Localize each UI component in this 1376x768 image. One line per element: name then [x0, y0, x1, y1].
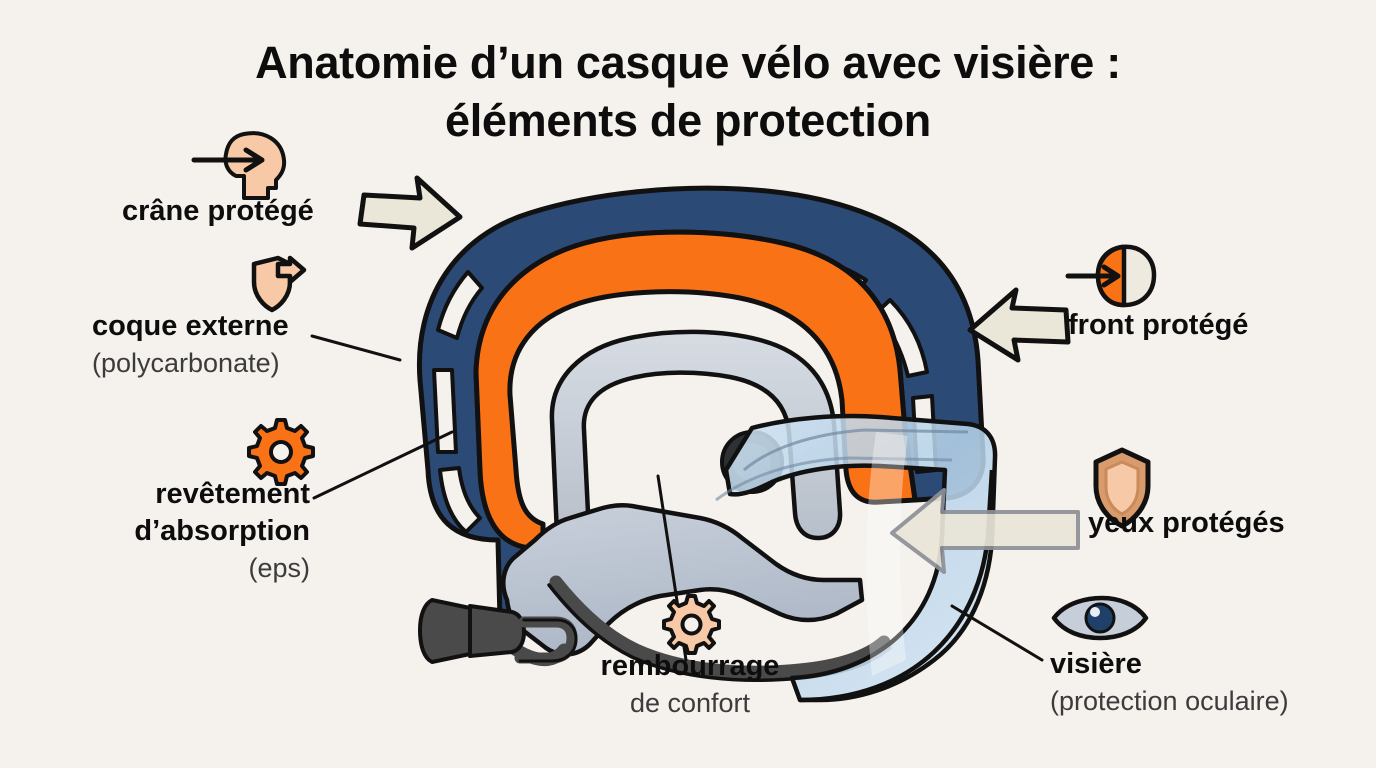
head-arrow-icon: [191, 131, 287, 200]
shield-arrow-icon: [251, 255, 307, 313]
gear-orange-icon: [247, 418, 315, 486]
label-absorption-main-2: d’absorption: [134, 515, 310, 547]
helmet-group: [310, 175, 1080, 703]
leader-absorption: [312, 430, 454, 500]
label-outer-shell-main: coque externe: [92, 310, 289, 342]
gear-peach-icon: [662, 594, 721, 655]
head-half-orange-icon: [1065, 244, 1157, 308]
label-eyes-main: yeux protégés: [1088, 507, 1285, 539]
inner-padding-arc: [549, 329, 843, 541]
leader-visor: [950, 604, 1044, 662]
label-absorption-main-1: revêtement: [155, 478, 310, 510]
label-padding-sub: de confort: [629, 688, 751, 718]
label-forehead: front protégé: [1068, 307, 1248, 344]
label-padding: rembourrage de confort: [540, 648, 840, 721]
arrow-right-eyes: [890, 488, 1080, 574]
label-skull-main: crâne protégé: [122, 195, 314, 227]
visor-shield: [715, 413, 998, 703]
label-visor-sub: (protection oculaire): [1050, 686, 1289, 716]
label-forehead-main: front protégé: [1068, 309, 1249, 341]
strap-buckle: [418, 598, 578, 664]
vent-slot-upper-left: [436, 270, 484, 340]
eps-absorption-liner: [473, 229, 918, 623]
label-visor-main: visière: [1050, 648, 1142, 680]
label-absorption-sub: (eps): [248, 553, 310, 583]
shield-icon: [1093, 447, 1151, 529]
arrow-right-forehead: [967, 287, 1071, 363]
label-eyes: yeux protégés: [1088, 505, 1285, 542]
label-absorption: revêtement d’absorption (eps): [30, 476, 310, 586]
label-outer-shell-sub: (polycarbonate): [92, 348, 280, 378]
label-outer-shell: coque externe (polycarbonate): [92, 308, 289, 381]
arrow-top-left: [357, 175, 463, 251]
eye-icon: [1051, 595, 1149, 641]
vent-slot-lower-left: [438, 466, 482, 534]
callout-arrows: [357, 175, 1080, 574]
label-visor: visière (protection oculaire): [1050, 646, 1289, 719]
label-skull: crâne protégé: [122, 193, 314, 230]
leader-outer-shell: [310, 334, 402, 362]
label-padding-main: rembourrage: [600, 650, 780, 682]
